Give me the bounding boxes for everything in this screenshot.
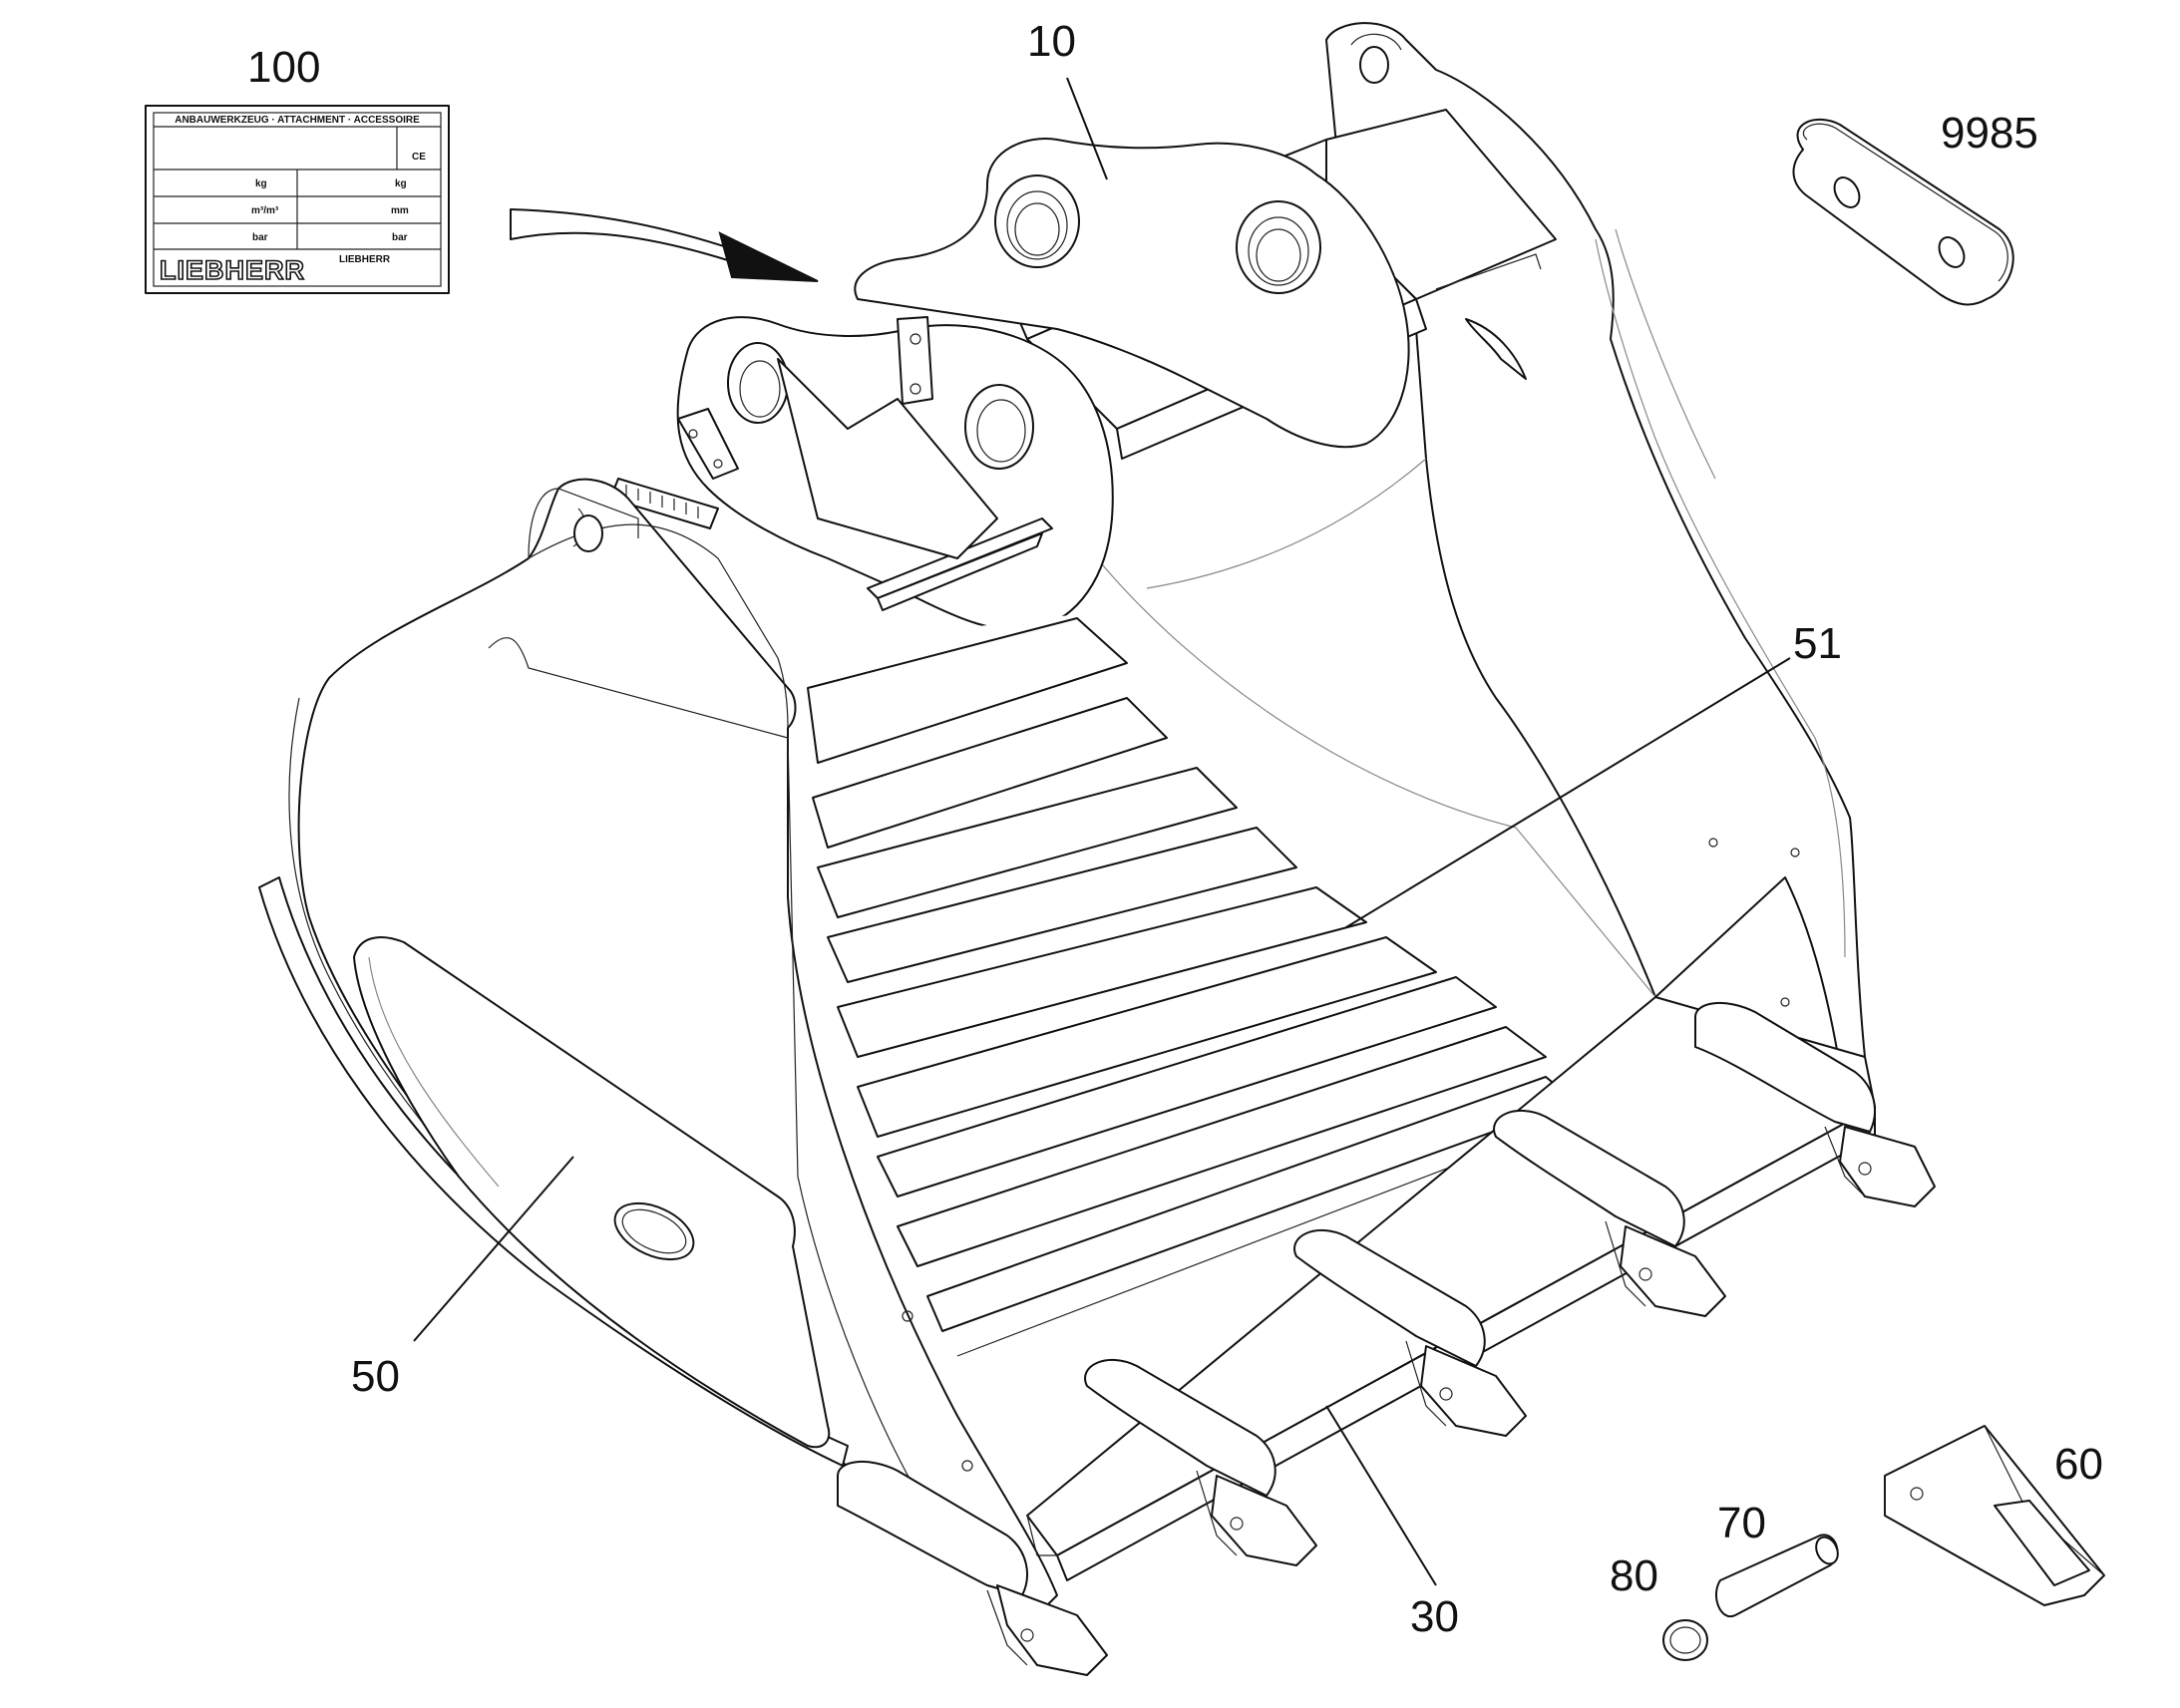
callout-60: 60 bbox=[2054, 1440, 2103, 1489]
bucket-floor-wear-strips bbox=[798, 608, 1656, 1376]
retaining-ring-part bbox=[1662, 1619, 1708, 1661]
hanger-assembly bbox=[609, 109, 1557, 631]
bucket-tooth-1 bbox=[1084, 1358, 1317, 1566]
plate-row2-right: mm bbox=[391, 205, 409, 216]
plate-row3-right: bar bbox=[392, 232, 408, 243]
callout-80: 80 bbox=[1610, 1551, 1658, 1600]
callout-70: 70 bbox=[1717, 1499, 1766, 1547]
bucket-back-structure bbox=[1096, 22, 1866, 1068]
bucket-tooth-2 bbox=[1293, 1228, 1527, 1437]
retaining-pin-part bbox=[1715, 1534, 1839, 1618]
cutting-edge-assembly bbox=[837, 996, 1936, 1676]
callout-50: 50 bbox=[351, 1352, 400, 1401]
callout-labels: 100 10 9985 51 50 30 60 70 80 bbox=[247, 17, 2103, 1641]
callout-30: 30 bbox=[1410, 1592, 1459, 1641]
pointer-arrow bbox=[510, 208, 819, 282]
bucket-corner-tooth-left bbox=[837, 1460, 1108, 1676]
leader-lines bbox=[413, 77, 1791, 1586]
plate-brand-logo: LIEBHERR bbox=[160, 255, 305, 285]
callout-10: 10 bbox=[1027, 17, 1076, 66]
callout-9985: 9985 bbox=[1941, 109, 2038, 158]
bucket-tooth-3 bbox=[1493, 1109, 1726, 1317]
plate-header: ANBAUWERKZEUG · ATTACHMENT · ACCESSOIRE bbox=[175, 115, 420, 126]
bucket-corner-tooth-right bbox=[1694, 1001, 1936, 1207]
plate-brand-small: LIEBHERR bbox=[339, 254, 391, 265]
identification-plate: ANBAUWERKZEUG · ATTACHMENT · ACCESSOIRE … bbox=[145, 105, 450, 294]
plate-row2-left: m³/m³ bbox=[251, 205, 279, 216]
tooth-point-part bbox=[1884, 1425, 2105, 1606]
bucket-left-side bbox=[258, 478, 1058, 1616]
plate-row1-right: kg bbox=[395, 178, 407, 189]
callout-100: 100 bbox=[247, 43, 320, 92]
plate-row1-left: kg bbox=[255, 178, 267, 189]
plate-row3-left: bar bbox=[252, 232, 268, 243]
plate-ce-mark: CE bbox=[412, 152, 426, 163]
callout-51: 51 bbox=[1793, 619, 1842, 668]
tie-plate-part bbox=[1792, 118, 2014, 306]
